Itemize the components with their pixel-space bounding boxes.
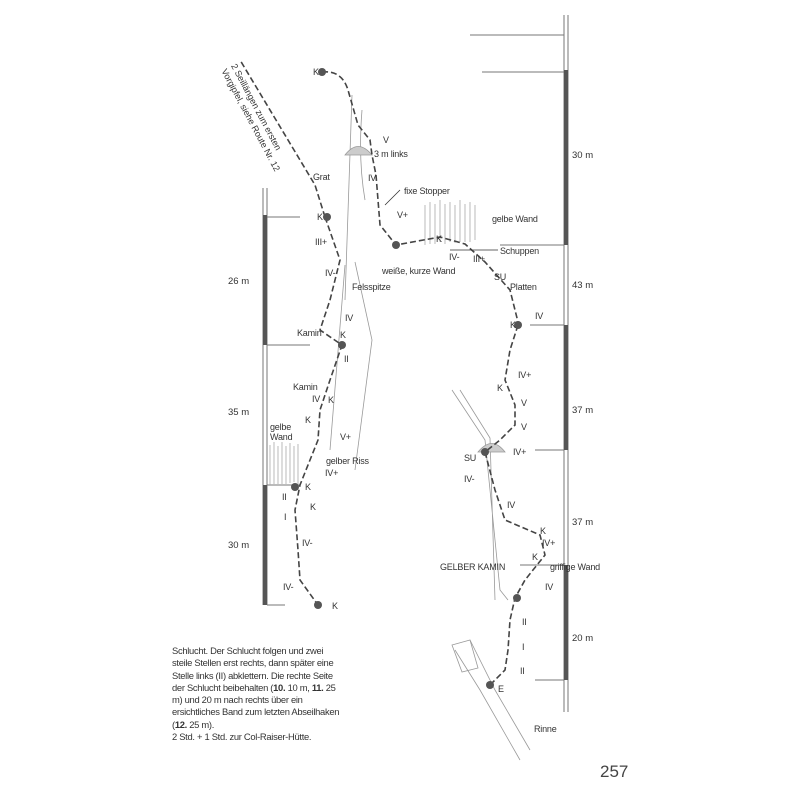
label-grade: IV+ (325, 468, 339, 478)
label-k: K (317, 212, 323, 222)
description-text: 25 m). (186, 718, 215, 730)
label-3m-links: 3 m links (374, 149, 408, 159)
label-grade: IV+ (542, 538, 556, 548)
label-grade: IV (507, 500, 516, 510)
scale-bar-left (262, 188, 310, 606)
label-su: SU (494, 272, 507, 282)
scale-left-3: 30 m (228, 540, 250, 551)
belay-stations (291, 68, 522, 689)
label-grade: II (344, 354, 349, 364)
label-k: K (340, 330, 346, 340)
label-grade: IV- (464, 474, 475, 484)
label-k: K (436, 234, 442, 244)
description-text: 25 m) und 20 m nach rechts über ein ersi… (172, 681, 340, 730)
label-grade: IV (312, 394, 321, 404)
label-grade: IV (345, 313, 354, 323)
scale-right-3: 37 m (572, 405, 594, 416)
label-grade: IV+ (513, 447, 527, 457)
scale-right-4: 37 m (572, 517, 594, 528)
label-grade: I (284, 512, 287, 522)
label-e: E (498, 684, 504, 694)
label-platten: Platten (510, 282, 537, 292)
description-text: Schlucht. Der Schlucht folgen und zwei s… (172, 645, 334, 693)
label-grade: V+ (340, 432, 351, 442)
label-grade: V (521, 422, 527, 432)
label-grade: III+ (473, 254, 485, 264)
scale-right-1: 30 m (572, 150, 594, 161)
scale-bar-right (470, 15, 569, 712)
pitch-number: 10. (273, 681, 286, 693)
label-grade: IV- (283, 582, 294, 592)
label-weisse-wand: weiße, kurze Wand (382, 266, 456, 276)
label-grade: IV (368, 173, 377, 183)
label-k: K (305, 415, 311, 425)
label-grade: III+ (315, 237, 327, 247)
pitch-number: 12. (174, 718, 187, 730)
description-text: 10 m, (285, 681, 312, 693)
scale-right-5: 20 m (572, 633, 594, 644)
label-schuppen: Schuppen (500, 246, 539, 256)
label-k: K (510, 320, 516, 330)
scale-right-2: 43 m (572, 280, 594, 291)
label-griffige-wand: griffige Wand (550, 562, 600, 572)
label-felsspitze: Felsspitze (352, 282, 391, 292)
pitch-number: 11. (311, 681, 324, 693)
label-gelbe-wand: gelbe Wand (492, 214, 538, 224)
label-k: K (497, 383, 503, 393)
label-su: SU (464, 453, 477, 463)
label-grade: IV+ (518, 370, 532, 380)
label-grade: IV- (449, 252, 460, 262)
label-grade: V (521, 398, 527, 408)
label-grade: IV- (325, 268, 336, 278)
label-gelber-riss: gelber Riss (326, 456, 369, 466)
label-k: K (540, 526, 546, 536)
label-grade: II (520, 666, 525, 676)
label-grade: IV- (302, 538, 313, 548)
label-gelber-kamin: GELBER KAMIN (440, 562, 506, 572)
label-grade: II (282, 492, 287, 502)
label-grade: II (522, 617, 527, 627)
description-paragraph: Schlucht. Der Schlucht folgen und zwei s… (172, 645, 342, 731)
label-gelbe-wand: gelbe Wand (270, 422, 293, 442)
route-line (239, 59, 546, 686)
label-grade: IV (535, 311, 544, 321)
label-grade: V+ (397, 210, 408, 220)
description-time: 2 Std. + 1 Std. zur Col-Raiser-Hütte. (172, 731, 312, 743)
label-k: K (310, 502, 316, 512)
label-k: K (305, 482, 311, 492)
label-kamin: Kamin (293, 382, 318, 392)
label-grade: V (383, 135, 389, 145)
label-kamin: Kamin (297, 328, 322, 338)
label-k: K (532, 552, 538, 562)
label-k: K (328, 395, 334, 405)
label-rinne: Rinne (534, 724, 557, 734)
page-number: 257 (600, 762, 629, 781)
scale-left-1: 26 m (228, 276, 250, 287)
label-k: K (313, 67, 319, 77)
route-description: Schlucht. Der Schlucht folgen und zwei s… (172, 645, 342, 743)
label-k: K (332, 601, 338, 611)
scale-left-2: 35 m (228, 407, 250, 418)
label-grade: I (522, 642, 525, 652)
label-grat: Grat (313, 172, 330, 182)
label-grade: IV (545, 582, 554, 592)
label-fixe-stopper: fixe Stopper (404, 186, 450, 196)
